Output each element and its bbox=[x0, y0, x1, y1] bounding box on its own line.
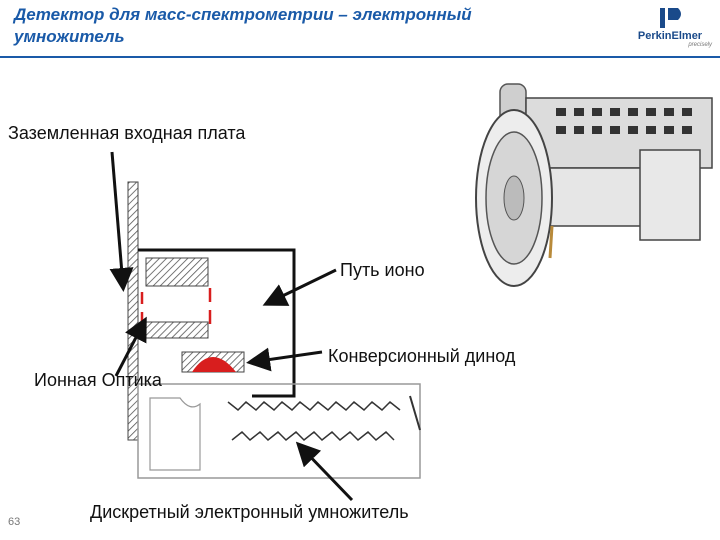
detector-photo bbox=[475, 82, 713, 287]
logo-brand-text: PerkinElmer bbox=[637, 30, 703, 42]
header-rule bbox=[0, 56, 720, 58]
ion-lens-lower bbox=[145, 321, 209, 339]
arrow-ion-optics bbox=[114, 316, 147, 377]
conversion-dynode-shape bbox=[192, 357, 236, 372]
slide-title: Детектор для масс-спектрометрии – электр… bbox=[14, 5, 472, 46]
multiplier-collector bbox=[409, 395, 421, 431]
perkinelmer-logo-icon bbox=[660, 8, 681, 28]
label-ion-optics: Ионная Оптика bbox=[34, 370, 162, 390]
dynode-chain-upper bbox=[227, 400, 401, 412]
arrow-conversion-dynode bbox=[246, 347, 323, 372]
dynode-chain-lower bbox=[231, 430, 395, 442]
ion-lens-upper bbox=[145, 257, 209, 287]
arrow-grounded-plate bbox=[109, 151, 134, 292]
slide-number: 63 bbox=[8, 516, 21, 528]
perkinelmer-logo: PerkinElmer precisely bbox=[628, 6, 712, 50]
slide-header: Детектор для масс-спектрометрии – электр… bbox=[0, 0, 720, 56]
label-discrete-multiplier: Дискретный электронный умножитель bbox=[90, 502, 409, 522]
label-conversion-dynode: Конверсионный динод bbox=[328, 346, 516, 366]
arrow-discrete-multiplier bbox=[295, 441, 354, 502]
multiplier-housing bbox=[137, 383, 421, 479]
grounded-plate bbox=[127, 181, 139, 441]
ion-path-line bbox=[138, 248, 296, 398]
multiplier-inner bbox=[149, 397, 201, 471]
label-grounded-plate: Заземленная входная плата bbox=[8, 123, 246, 143]
arrow-ion-path bbox=[262, 268, 337, 306]
label-ion-path: Путь ионо bbox=[340, 260, 425, 280]
logo-tagline: precisely bbox=[688, 42, 712, 48]
